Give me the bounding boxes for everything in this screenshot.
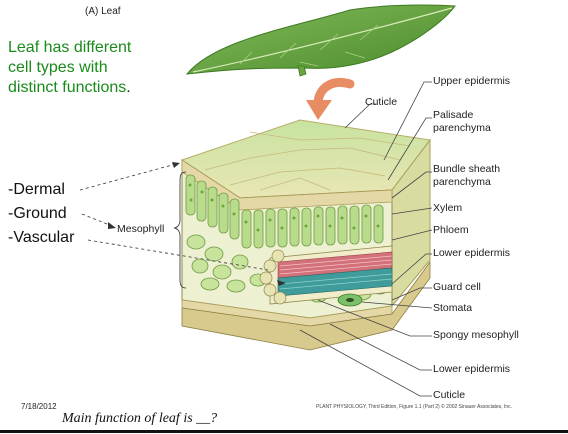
label-palisade-line2: parenchyma: [433, 122, 491, 135]
stomata-structure: [338, 294, 362, 306]
label-phloem: Phloem: [433, 224, 469, 237]
label-stomata: Stomata: [433, 302, 472, 315]
figure-title: (A) Leaf: [85, 6, 121, 17]
label-upper-epidermis: Upper epidermis: [433, 75, 510, 88]
label-mesophyll: Mesophyll: [117, 223, 164, 235]
label-bundle-sheath-line1: Bundle sheath: [433, 163, 500, 176]
bottom-rule: [0, 430, 568, 433]
tissue-dermal: -Dermal: [8, 181, 65, 199]
whole-leaf-illustration: [187, 5, 455, 76]
label-bundle-sheath-line2: parenchyma: [433, 176, 500, 189]
tissue-ground: -Ground: [8, 205, 67, 223]
label-palisade: Palisade parenchyma: [433, 109, 491, 135]
label-lower-epidermis-2: Lower epidermis: [433, 363, 510, 376]
slide-question: Main function of leaf is __?: [62, 411, 217, 427]
intro-sentence: Leaf has different cell types with disti…: [8, 39, 131, 96]
figure-credit: PLANT PHYSIOLOGY, Third Edition, Figure …: [316, 404, 512, 410]
label-spongy-mesophyll: Spongy mesophyll: [433, 329, 519, 342]
intro-period: .: [126, 79, 130, 96]
label-cuticle-bottom: Cuticle: [433, 389, 465, 402]
label-lower-epidermis-1: Lower epidermis: [433, 247, 510, 260]
label-xylem: Xylem: [433, 202, 462, 215]
label-bundle-sheath: Bundle sheath parenchyma: [433, 163, 500, 189]
slide-date: 7/18/2012: [21, 402, 57, 411]
tissue-vascular: -Vascular: [8, 229, 74, 247]
label-palisade-line1: Palisade: [433, 109, 491, 122]
leaf-tissue-block: [182, 120, 430, 350]
intro-text: Leaf has different cell types with disti…: [8, 38, 148, 98]
label-guard-cell: Guard cell: [433, 281, 481, 294]
label-cuticle-top: Cuticle: [365, 96, 397, 108]
zoom-arrow: [306, 82, 350, 120]
